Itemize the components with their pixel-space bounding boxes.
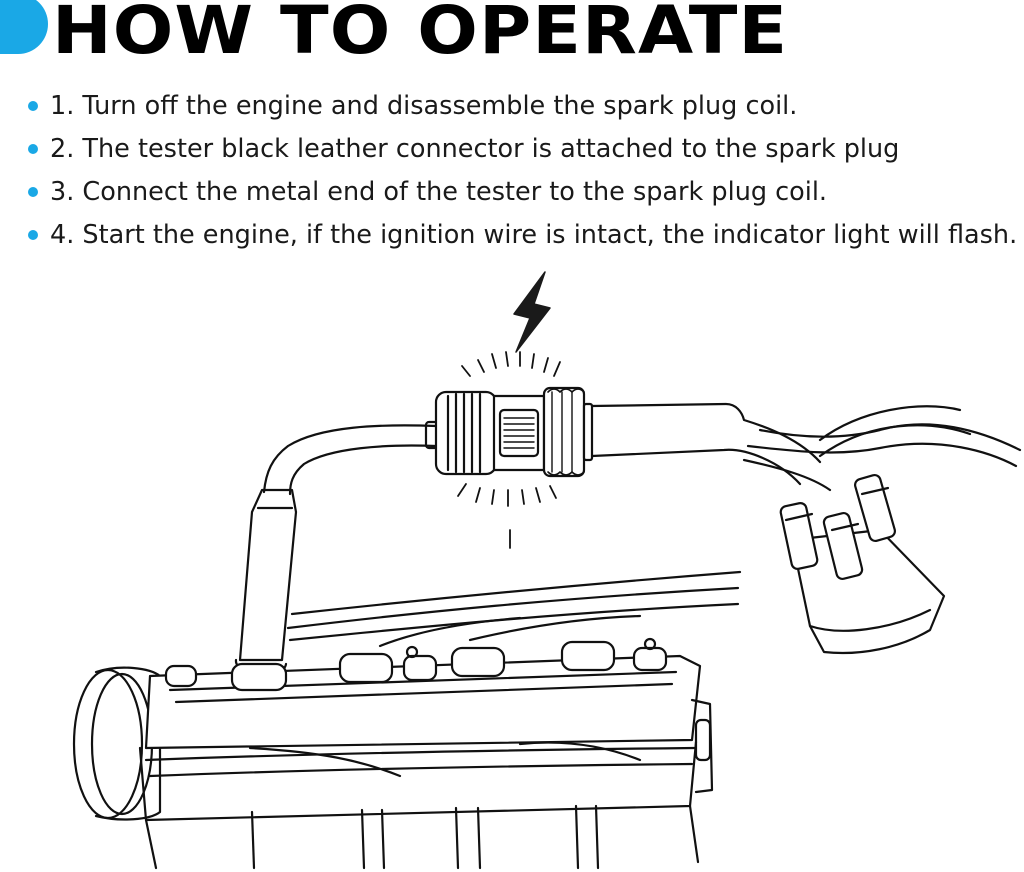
bullet-icon bbox=[28, 187, 38, 197]
title-accent-bar bbox=[0, 0, 48, 54]
step-text: 1. Turn off the engine and disassemble t… bbox=[50, 91, 798, 121]
step-text: 2. The tester black leather connector is… bbox=[50, 134, 900, 164]
instruction-list: 1. Turn off the engine and disassemble t… bbox=[28, 86, 1017, 258]
tester-wire-left bbox=[262, 424, 438, 494]
page-title: HOW TO OPERATE bbox=[52, 0, 789, 69]
wire-harness bbox=[286, 570, 742, 648]
list-item: 4. Start the engine, if the ignition wir… bbox=[28, 215, 1017, 258]
tester-wire-right bbox=[590, 402, 822, 464]
spark-plug-bosses bbox=[164, 637, 668, 692]
list-item: 1. Turn off the engine and disassemble t… bbox=[28, 86, 1017, 129]
flash-rays-top bbox=[461, 351, 561, 377]
engine-block bbox=[72, 637, 714, 870]
bullet-icon bbox=[28, 230, 38, 240]
ignition-wires bbox=[742, 405, 1022, 492]
spark-tester bbox=[434, 386, 594, 478]
list-item: 3. Connect the metal end of the tester t… bbox=[28, 172, 1017, 215]
step-text: 4. Start the engine, if the ignition wir… bbox=[50, 220, 1018, 250]
flash-rays-bottom bbox=[457, 483, 557, 549]
bullet-icon bbox=[28, 144, 38, 154]
bullet-icon bbox=[28, 101, 38, 111]
spark-tester-illustration bbox=[72, 271, 1022, 870]
spark-plug-boot bbox=[238, 488, 298, 662]
distributor-cap bbox=[779, 473, 946, 655]
lightning-bolt-icon bbox=[513, 271, 551, 353]
list-item: 2. The tester black leather connector is… bbox=[28, 129, 1017, 172]
step-text: 3. Connect the metal end of the tester t… bbox=[50, 177, 828, 207]
